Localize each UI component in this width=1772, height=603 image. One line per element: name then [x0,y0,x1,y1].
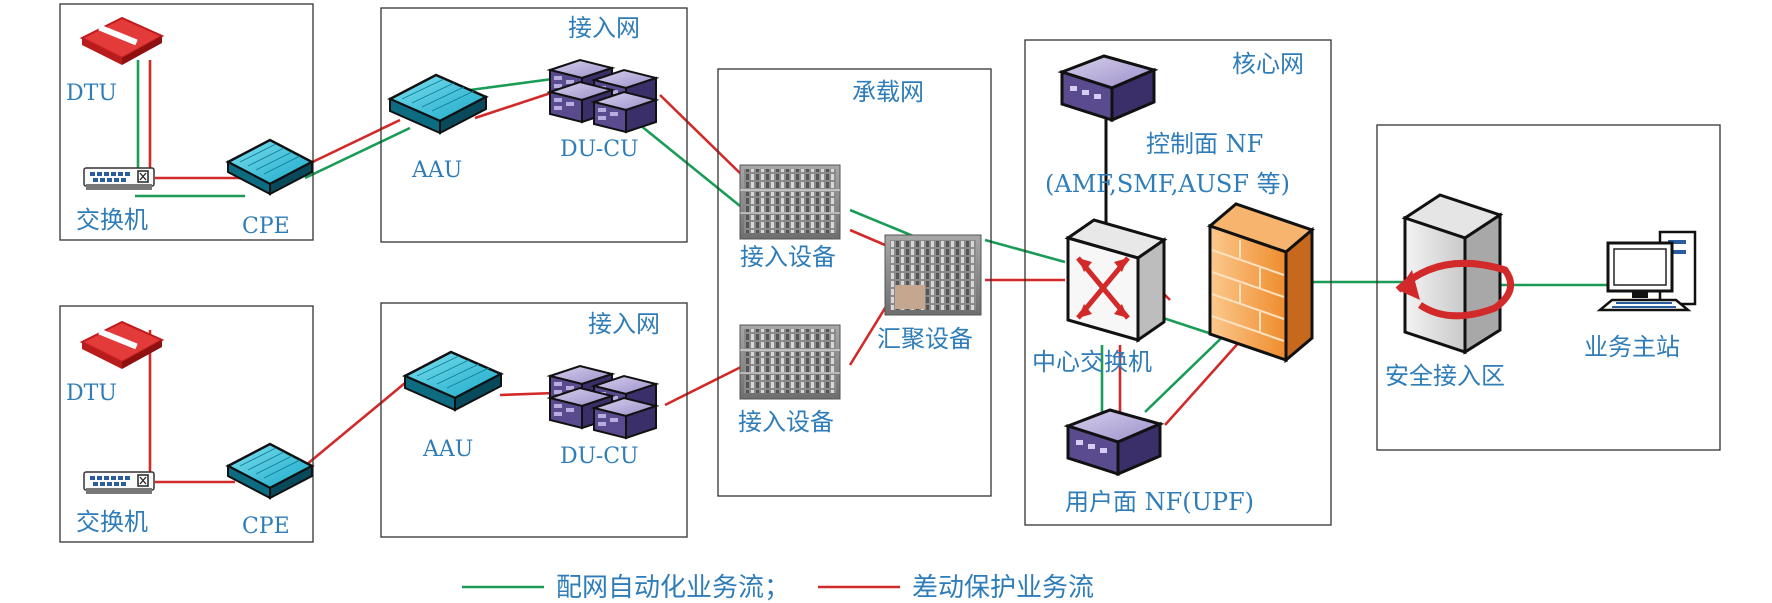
master-station-label: 业务主站 [1584,333,1680,361]
access-device-icon [739,164,841,240]
du-cu-icon [550,366,656,438]
flow-lines [135,60,1610,484]
firewall-icon [1207,202,1315,364]
cpe-label-top: CPE [242,214,290,239]
switch-label-top: 交换机 [76,206,148,234]
computer-icon [1596,230,1697,312]
access-device-label-top: 接入设备 [740,243,836,271]
cpe-icon [226,138,314,196]
control-plane-nf-icon [1060,54,1156,122]
aau-icon [403,350,503,412]
terminal-zone-bottom [59,305,314,543]
aggregation-device-icon [884,234,982,316]
dtu-label-top: DTU [66,81,117,106]
core-network-label: 核心网 [1232,50,1304,78]
du-cu-label-top: DU-CU [560,137,639,162]
core-network-zone [1024,39,1332,526]
bearer-network-zone [717,68,992,497]
aau-label-bottom: AAU [422,437,473,462]
switch-icon [83,167,155,191]
secure-server-icon [1395,193,1515,355]
control-nf-label-line2: (AMF,SMF,AUSF 等) [1045,170,1290,198]
aggregation-device-label: 汇聚设备 [877,325,973,353]
cpe-label-bottom: CPE [242,514,290,539]
dtu-icon [81,17,163,66]
access-network-label-top: 接入网 [568,14,640,42]
secure-zone-box [1376,124,1721,451]
secure-zone-label: 安全接入区 [1385,362,1505,390]
access-device-label-bottom: 接入设备 [738,408,834,436]
aau-icon [388,73,488,135]
upf-icon [1066,408,1162,476]
legend: 配网自动化业务流； 差动保护业务流 [462,573,1094,603]
cpe-icon [226,442,314,500]
access-network-zone-top [380,7,688,243]
control-nf-label-line1: 控制面 NF [1146,130,1263,158]
access-device-icon [739,324,841,400]
bearer-network-label: 承载网 [852,78,924,106]
du-cu-icon [550,60,656,132]
access-network-label-bottom: 接入网 [588,310,660,338]
aau-label-top: AAU [411,158,462,183]
terminal-zone-top [59,3,314,241]
switch-icon [83,471,155,495]
central-switch-label: 中心交换机 [1032,348,1152,376]
legend-green-label: 配网自动化业务流； [556,573,790,603]
du-cu-label-bottom: DU-CU [560,444,639,469]
legend-red-label: 差动保护业务流 [912,573,1094,603]
switch-label-bottom: 交换机 [76,508,148,536]
central-switch-icon [1064,218,1168,343]
dtu-label-bottom: DTU [66,381,117,406]
access-network-zone-bottom [380,302,688,538]
user-plane-nf-label: 用户面 NF(UPF) [1065,488,1254,516]
